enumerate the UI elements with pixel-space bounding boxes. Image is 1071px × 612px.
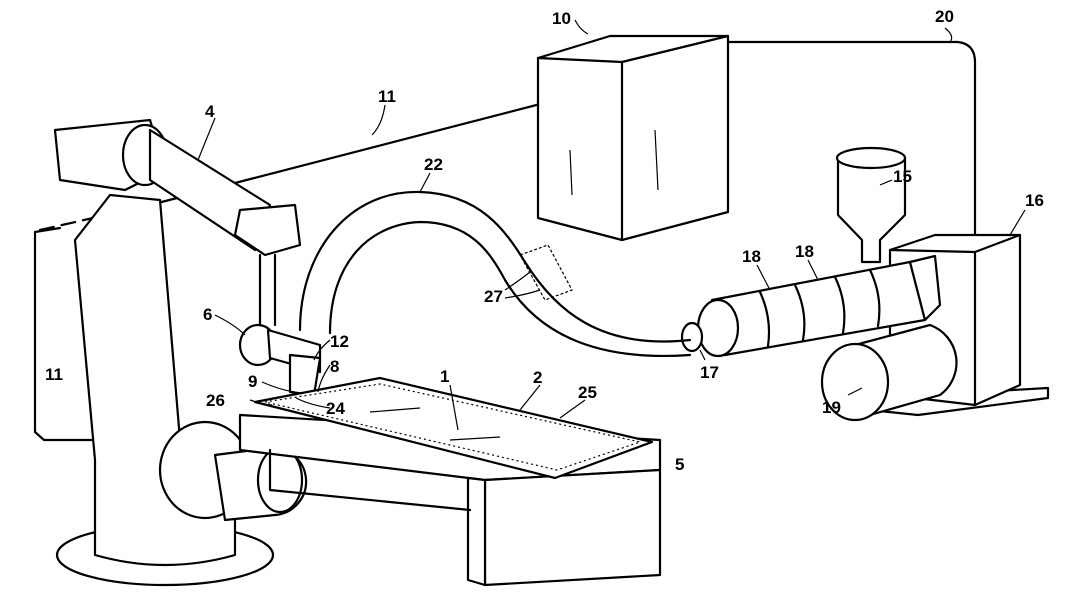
label-8: 8	[330, 357, 339, 376]
label-11-top: 11	[378, 87, 396, 106]
label-26: 26	[206, 391, 225, 410]
label-10: 10	[552, 9, 571, 28]
label-19: 19	[822, 398, 841, 417]
label-11-left: 11	[45, 365, 63, 384]
label-15: 15	[893, 167, 912, 186]
label-6: 6	[203, 305, 212, 324]
label-18-b: 18	[795, 242, 814, 261]
label-18-a: 18	[742, 247, 761, 266]
label-9: 9	[248, 372, 257, 391]
label-24: 24	[326, 399, 345, 418]
label-22: 22	[424, 155, 443, 174]
label-12: 12	[330, 332, 349, 351]
label-1: 1	[440, 367, 449, 386]
label-17: 17	[700, 363, 719, 382]
hopper	[837, 148, 905, 262]
control-box	[538, 36, 728, 240]
label-25: 25	[578, 383, 597, 402]
label-16: 16	[1025, 191, 1044, 210]
label-27: 27	[484, 287, 503, 306]
label-20: 20	[935, 7, 954, 26]
label-5: 5	[675, 455, 684, 474]
label-2: 2	[533, 368, 542, 387]
label-4: 4	[205, 102, 215, 121]
